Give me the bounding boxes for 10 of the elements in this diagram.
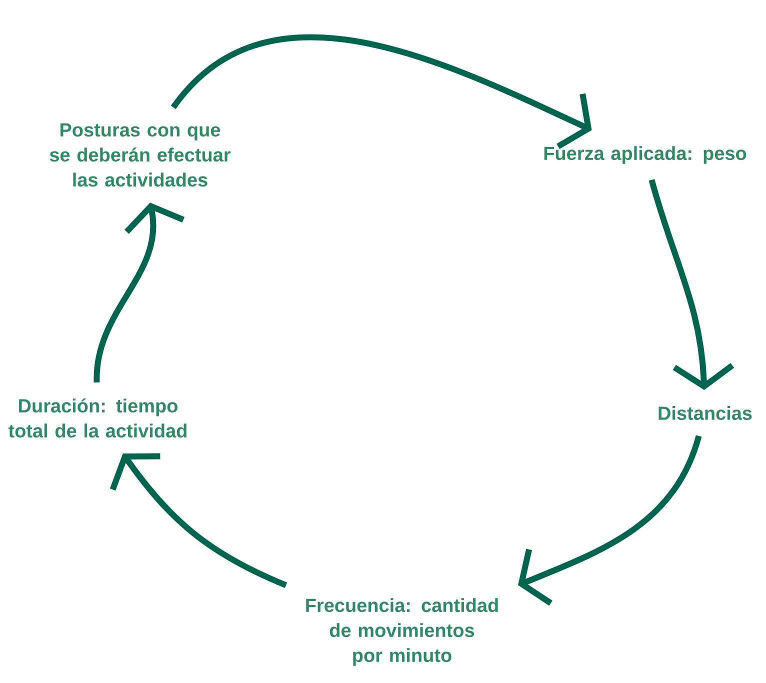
step-label: Duración: tiempo total de la actividad	[8, 398, 186, 438]
step-label: Distancias	[658, 406, 752, 420]
curved-arrow	[648, 179, 734, 390]
step-label: Posturas con que se deberán efectuar las actividades	[50, 123, 230, 187]
step-label: Frecuencia: cantidad de movimientos por minuto	[306, 598, 498, 666]
curved-arrow	[171, 34, 592, 150]
curved-arrow	[94, 202, 185, 383]
step-label: Fuerza aplicada: peso	[544, 146, 746, 164]
curved-arrow	[518, 435, 702, 606]
curved-arrow	[110, 453, 288, 588]
